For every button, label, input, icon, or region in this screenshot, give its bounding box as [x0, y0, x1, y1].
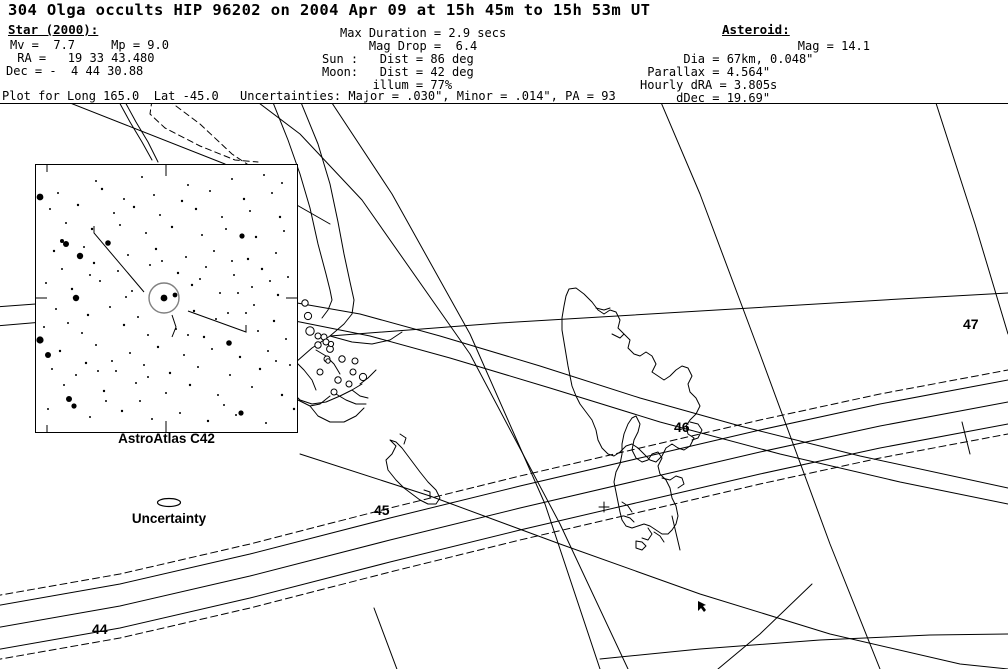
max-duration: Max Duration = 2.9 secs [340, 26, 507, 40]
chart-edge-ticks [36, 165, 297, 432]
uncertainty-ellipse-icon [156, 497, 182, 508]
mag-drop: Mag Drop = 6.4 [340, 39, 478, 53]
plot-coordinates: Plot for Long 165.0 Lat -45.0 [2, 89, 219, 103]
star-field [36, 174, 296, 424]
asteroid-diameter: Dia = 67km, 0.048" [640, 52, 814, 66]
uncertainties-line: Uncertainties: Major = .030", Minor = .0… [240, 89, 616, 103]
time-mark-45: 45 [374, 502, 390, 518]
star-chart-svg [36, 165, 297, 432]
sun-distance: Sun : Dist = 86 deg [322, 52, 474, 66]
time-mark-46: 46 [674, 419, 690, 435]
shadow-path-topleft [119, 104, 259, 167]
observer-site-markers [242, 233, 368, 396]
new-zealand-south-island [613, 415, 685, 543]
asteroid-hourly-dra: Hourly dRA = 3.805s [640, 78, 778, 92]
graticule-lines [71, 104, 1008, 669]
star-magnitudes: Mv = 7.7 Mp = 9.0 [10, 38, 169, 52]
shadow-path-main [0, 369, 1008, 660]
time-mark-44: 44 [92, 621, 108, 637]
header-divider [0, 103, 1008, 104]
star-ra: RA = 19 33 43.480 [10, 51, 155, 65]
target-star-marker [148, 282, 180, 314]
asteroid-magnitude: Mag = 14.1 [754, 39, 870, 53]
page-title: 304 Olga occults HIP 96202 on 2004 Apr 0… [8, 1, 651, 19]
tasmania-coastline [385, 433, 441, 505]
inset-caption: AstroAtlas C42 [118, 431, 215, 446]
new-zealand-north-island [561, 287, 703, 463]
asteroid-section-heading: Asteroid: [722, 22, 790, 37]
cursor-arrow-glyph [698, 601, 706, 612]
star-section-heading: Star (2000): [8, 22, 99, 37]
uncertainty-legend-label: Uncertainty [131, 511, 207, 526]
star-chart-inset [35, 164, 298, 433]
star-dec: Dec = - 4 44 30.88 [6, 64, 144, 78]
grid-cross-marker [598, 501, 610, 513]
time-mark-47: 47 [963, 316, 979, 332]
asteroid-ddec: dDec = 19.69" [640, 91, 771, 105]
target-pointer-lines [93, 226, 247, 338]
stewart-island [635, 540, 647, 551]
asteroid-parallax: Parallax = 4.564" [640, 65, 771, 79]
minute-tick-marks [373, 421, 971, 669]
moon-distance: Moon: Dist = 42 deg [322, 65, 474, 79]
header-panel: 304 Olga occults HIP 96202 on 2004 Apr 0… [0, 0, 1008, 105]
moon-illumination: illum = 77% [322, 78, 453, 92]
